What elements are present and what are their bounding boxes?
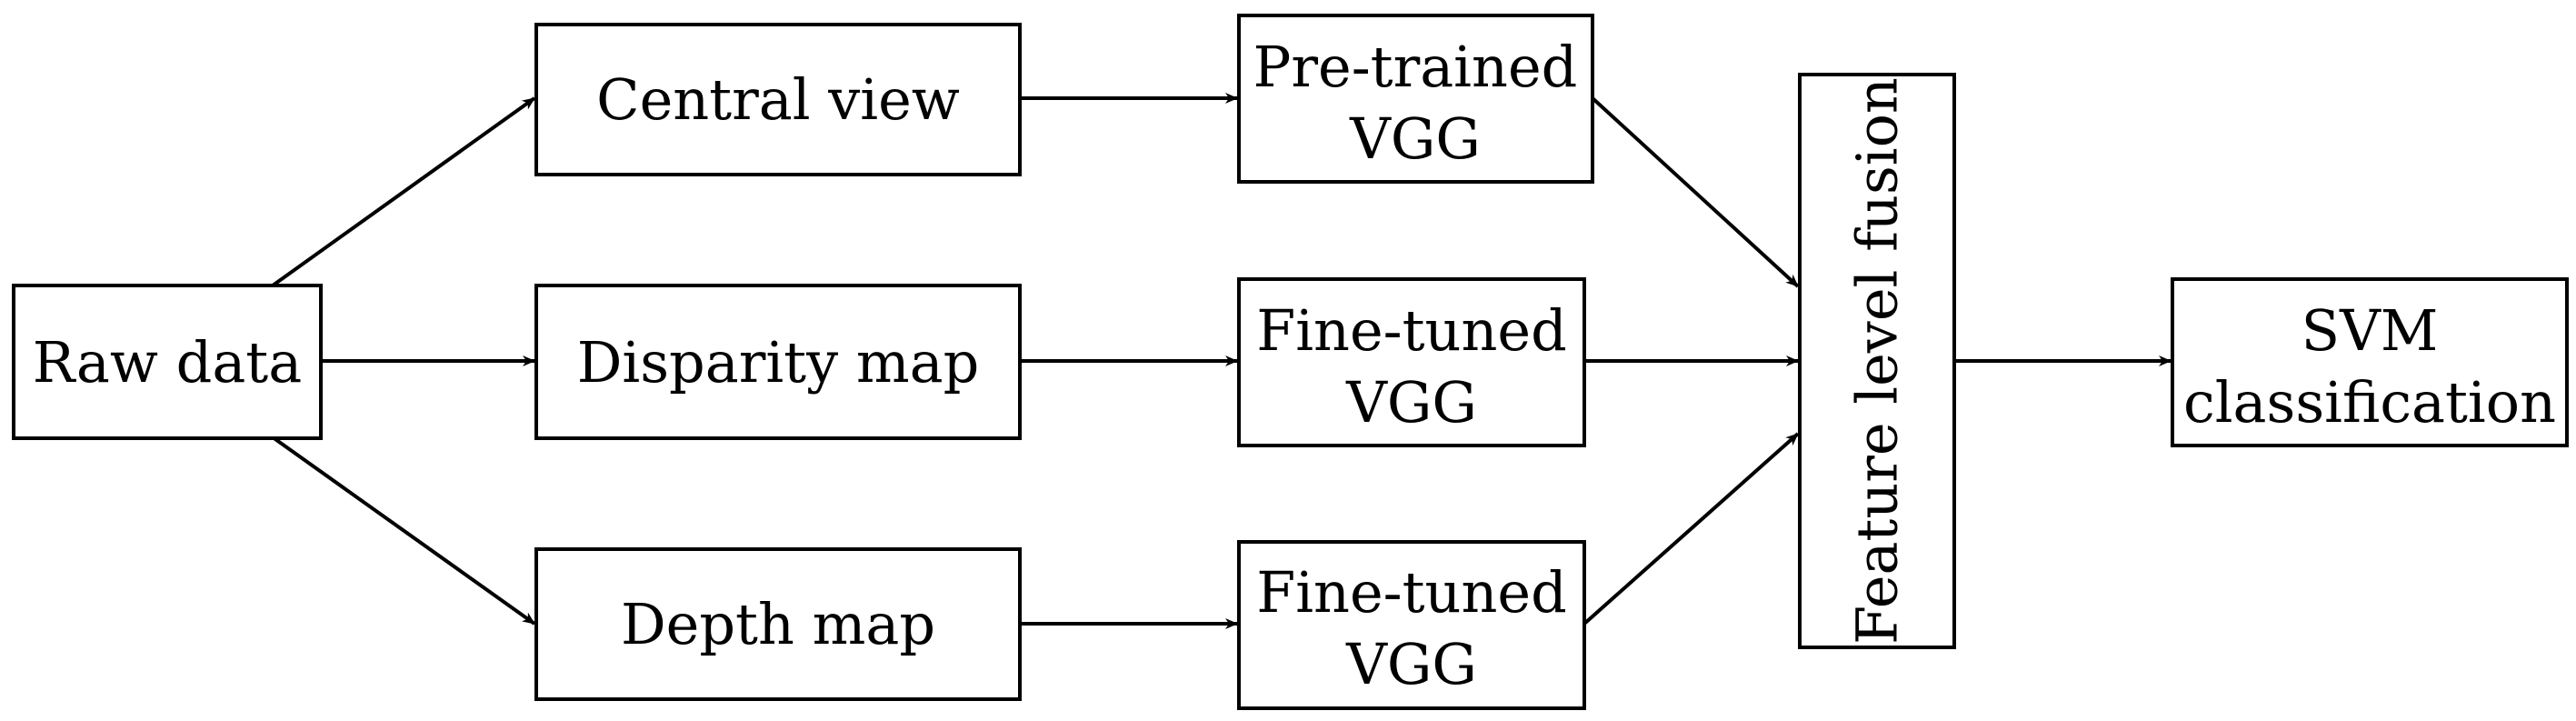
node-depth-map: Depth map [534, 547, 1022, 701]
node-disparity-map-label: Disparity map [577, 329, 980, 396]
node-disparity-map: Disparity map [534, 284, 1022, 440]
node-svm-classification-line2: classification [2183, 369, 2556, 436]
node-vgg-pretrained-line2: VGG [1349, 105, 1481, 172]
node-feature-fusion: Feature level fusion [1798, 73, 1956, 649]
node-feature-fusion-label: Feature level fusion [1844, 77, 1911, 645]
node-vgg-finetuned-disparity: Fine-tuned VGG [1237, 277, 1586, 447]
edges [271, 93, 2172, 629]
node-svm-classification: SVM classification [2171, 277, 2569, 447]
node-central-view: Central view [534, 23, 1022, 176]
node-central-view-label: Central view [596, 66, 960, 133]
node-vgg-finetuned-disparity-line2: VGG [1345, 369, 1477, 436]
edge-raw-to-depth [271, 436, 536, 626]
node-depth-map-label: Depth map [621, 591, 935, 657]
edge-raw-to-central [271, 96, 536, 287]
node-svm-classification-line1: SVM [2301, 297, 2439, 364]
edge-vgg1-to-fusion [1591, 96, 1800, 288]
node-vgg-finetuned-depth: Fine-tuned VGG [1237, 540, 1586, 710]
node-vgg-finetuned-depth-line2: VGG [1345, 631, 1477, 697]
edge-vgg3-to-fusion [1583, 432, 1800, 626]
node-raw-data: Raw data [12, 284, 323, 440]
node-vgg-pretrained: Pre-trained VGG [1237, 14, 1594, 184]
node-vgg-finetuned-depth-line1: Fine-tuned [1256, 559, 1567, 626]
node-vgg-pretrained-line1: Pre-trained [1253, 34, 1578, 100]
node-vgg-finetuned-disparity-line1: Fine-tuned [1256, 297, 1567, 364]
node-raw-data-label: Raw data [33, 329, 302, 396]
